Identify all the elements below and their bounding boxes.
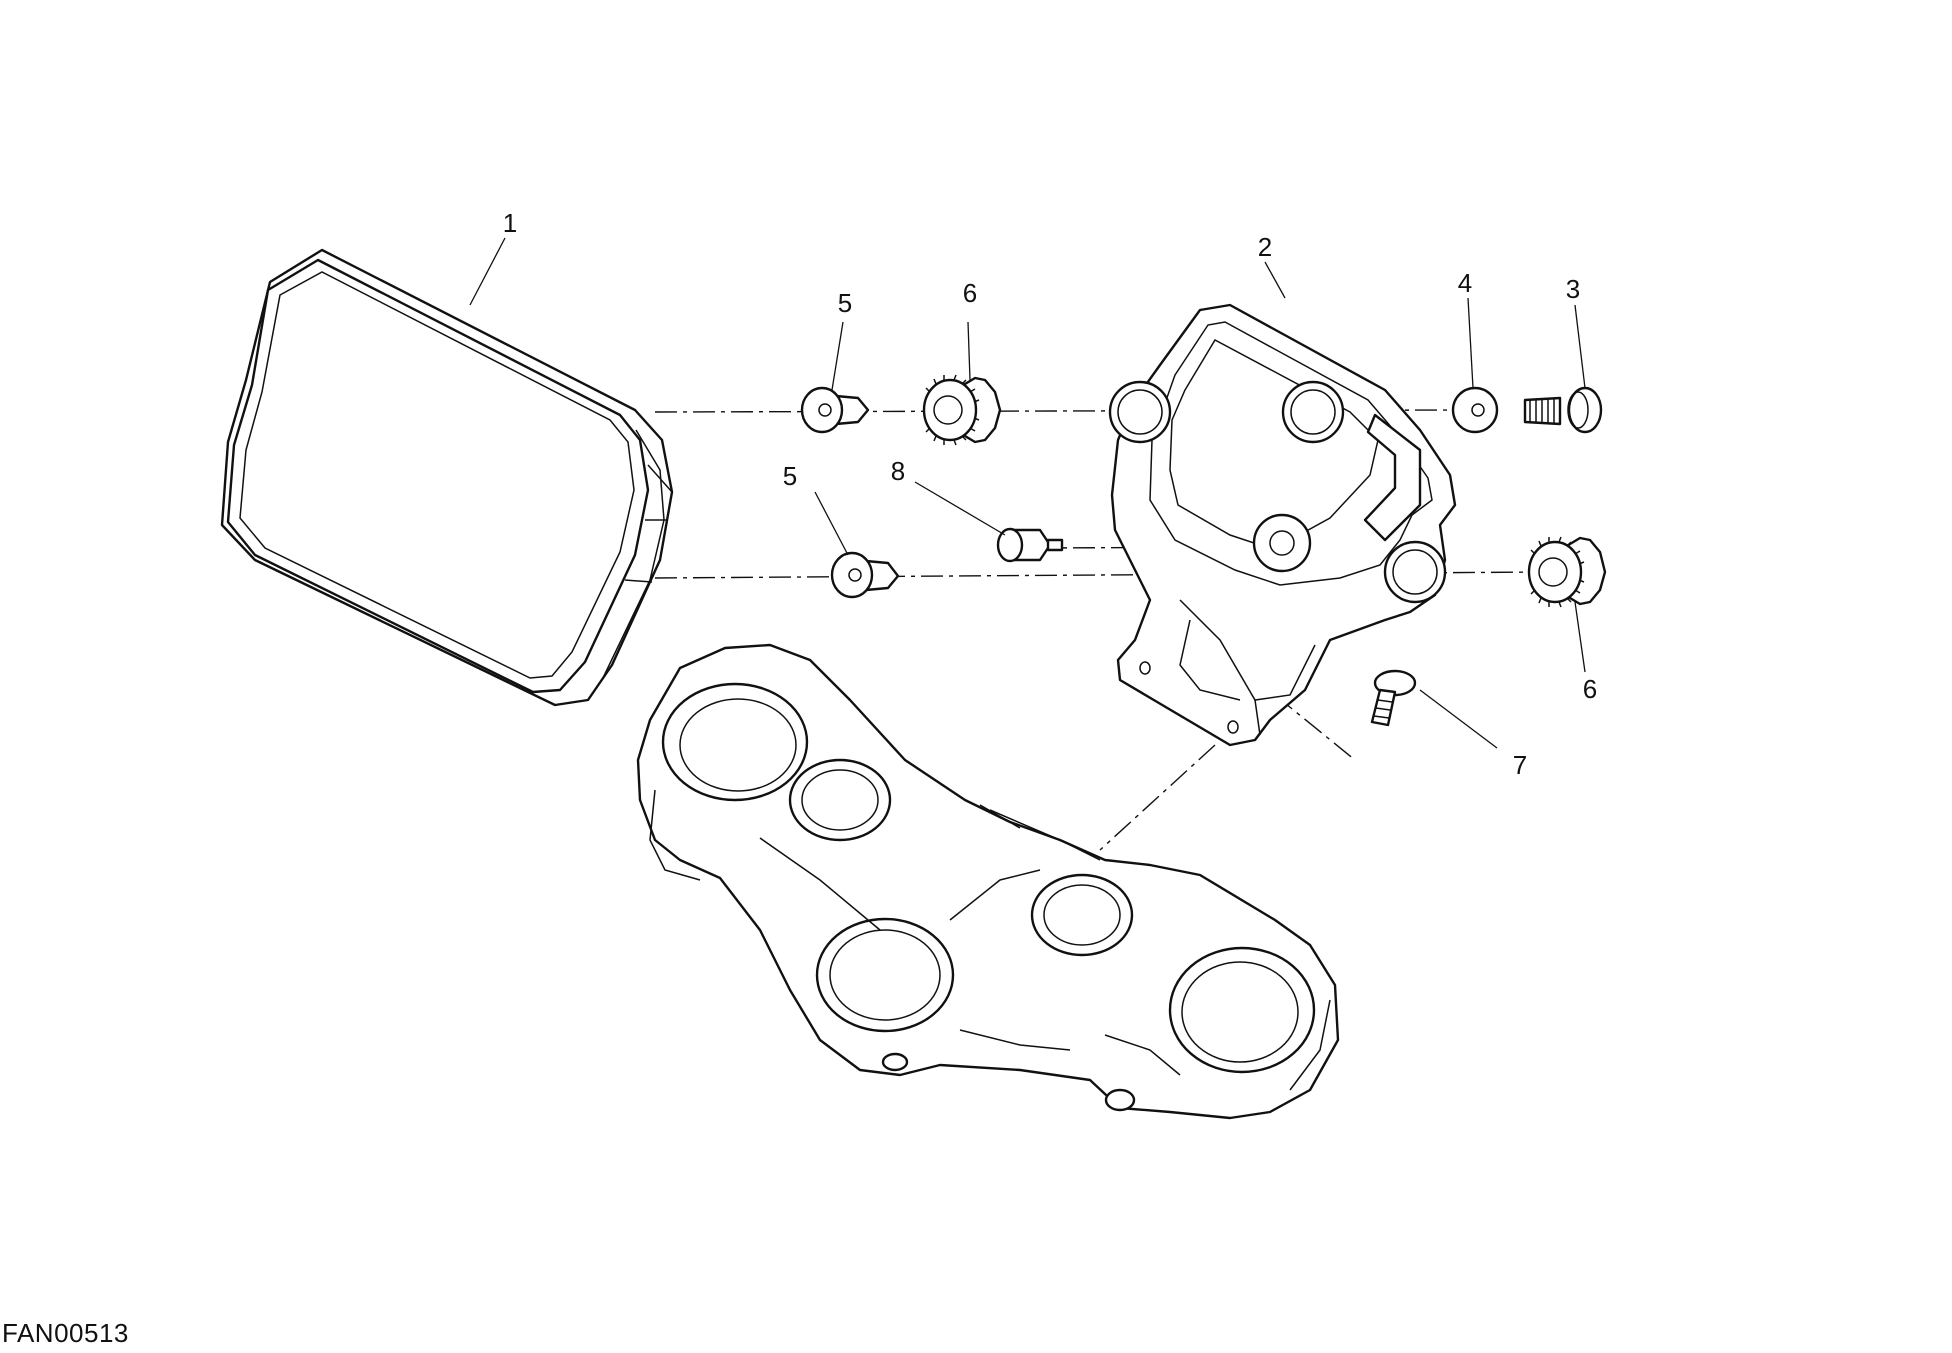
callout-5-upper: 5 [838,288,852,318]
figure-code: FAN00513 [2,1318,129,1348]
screw-3 [1523,386,1603,434]
instrument-bracket [1108,303,1457,747]
callout-7: 7 [1513,750,1527,780]
callout-3: 3 [1566,274,1580,304]
toothed-spacer-6-upper [922,374,1002,446]
callout-8: 8 [891,456,905,486]
callout-1: 1 [503,208,517,238]
callout-6-lower: 6 [1583,674,1597,704]
grommet-5-lower [830,551,900,599]
top-yoke [636,643,1340,1120]
callouts: 1 2 3 4 5 5 6 6 7 8 [503,208,1597,780]
screw-7 [1370,669,1417,727]
display-screen [220,248,674,707]
callout-5-lower: 5 [783,461,797,491]
callout-6-upper: 6 [963,278,977,308]
rubber-pin-8 [996,527,1064,563]
washer-4 [1451,386,1499,434]
callout-4: 4 [1458,268,1472,298]
grommet-5-upper [800,386,870,434]
toothed-spacer-6-lower [1527,536,1607,608]
leader-lines [469,237,1586,749]
callout-2: 2 [1258,232,1272,262]
